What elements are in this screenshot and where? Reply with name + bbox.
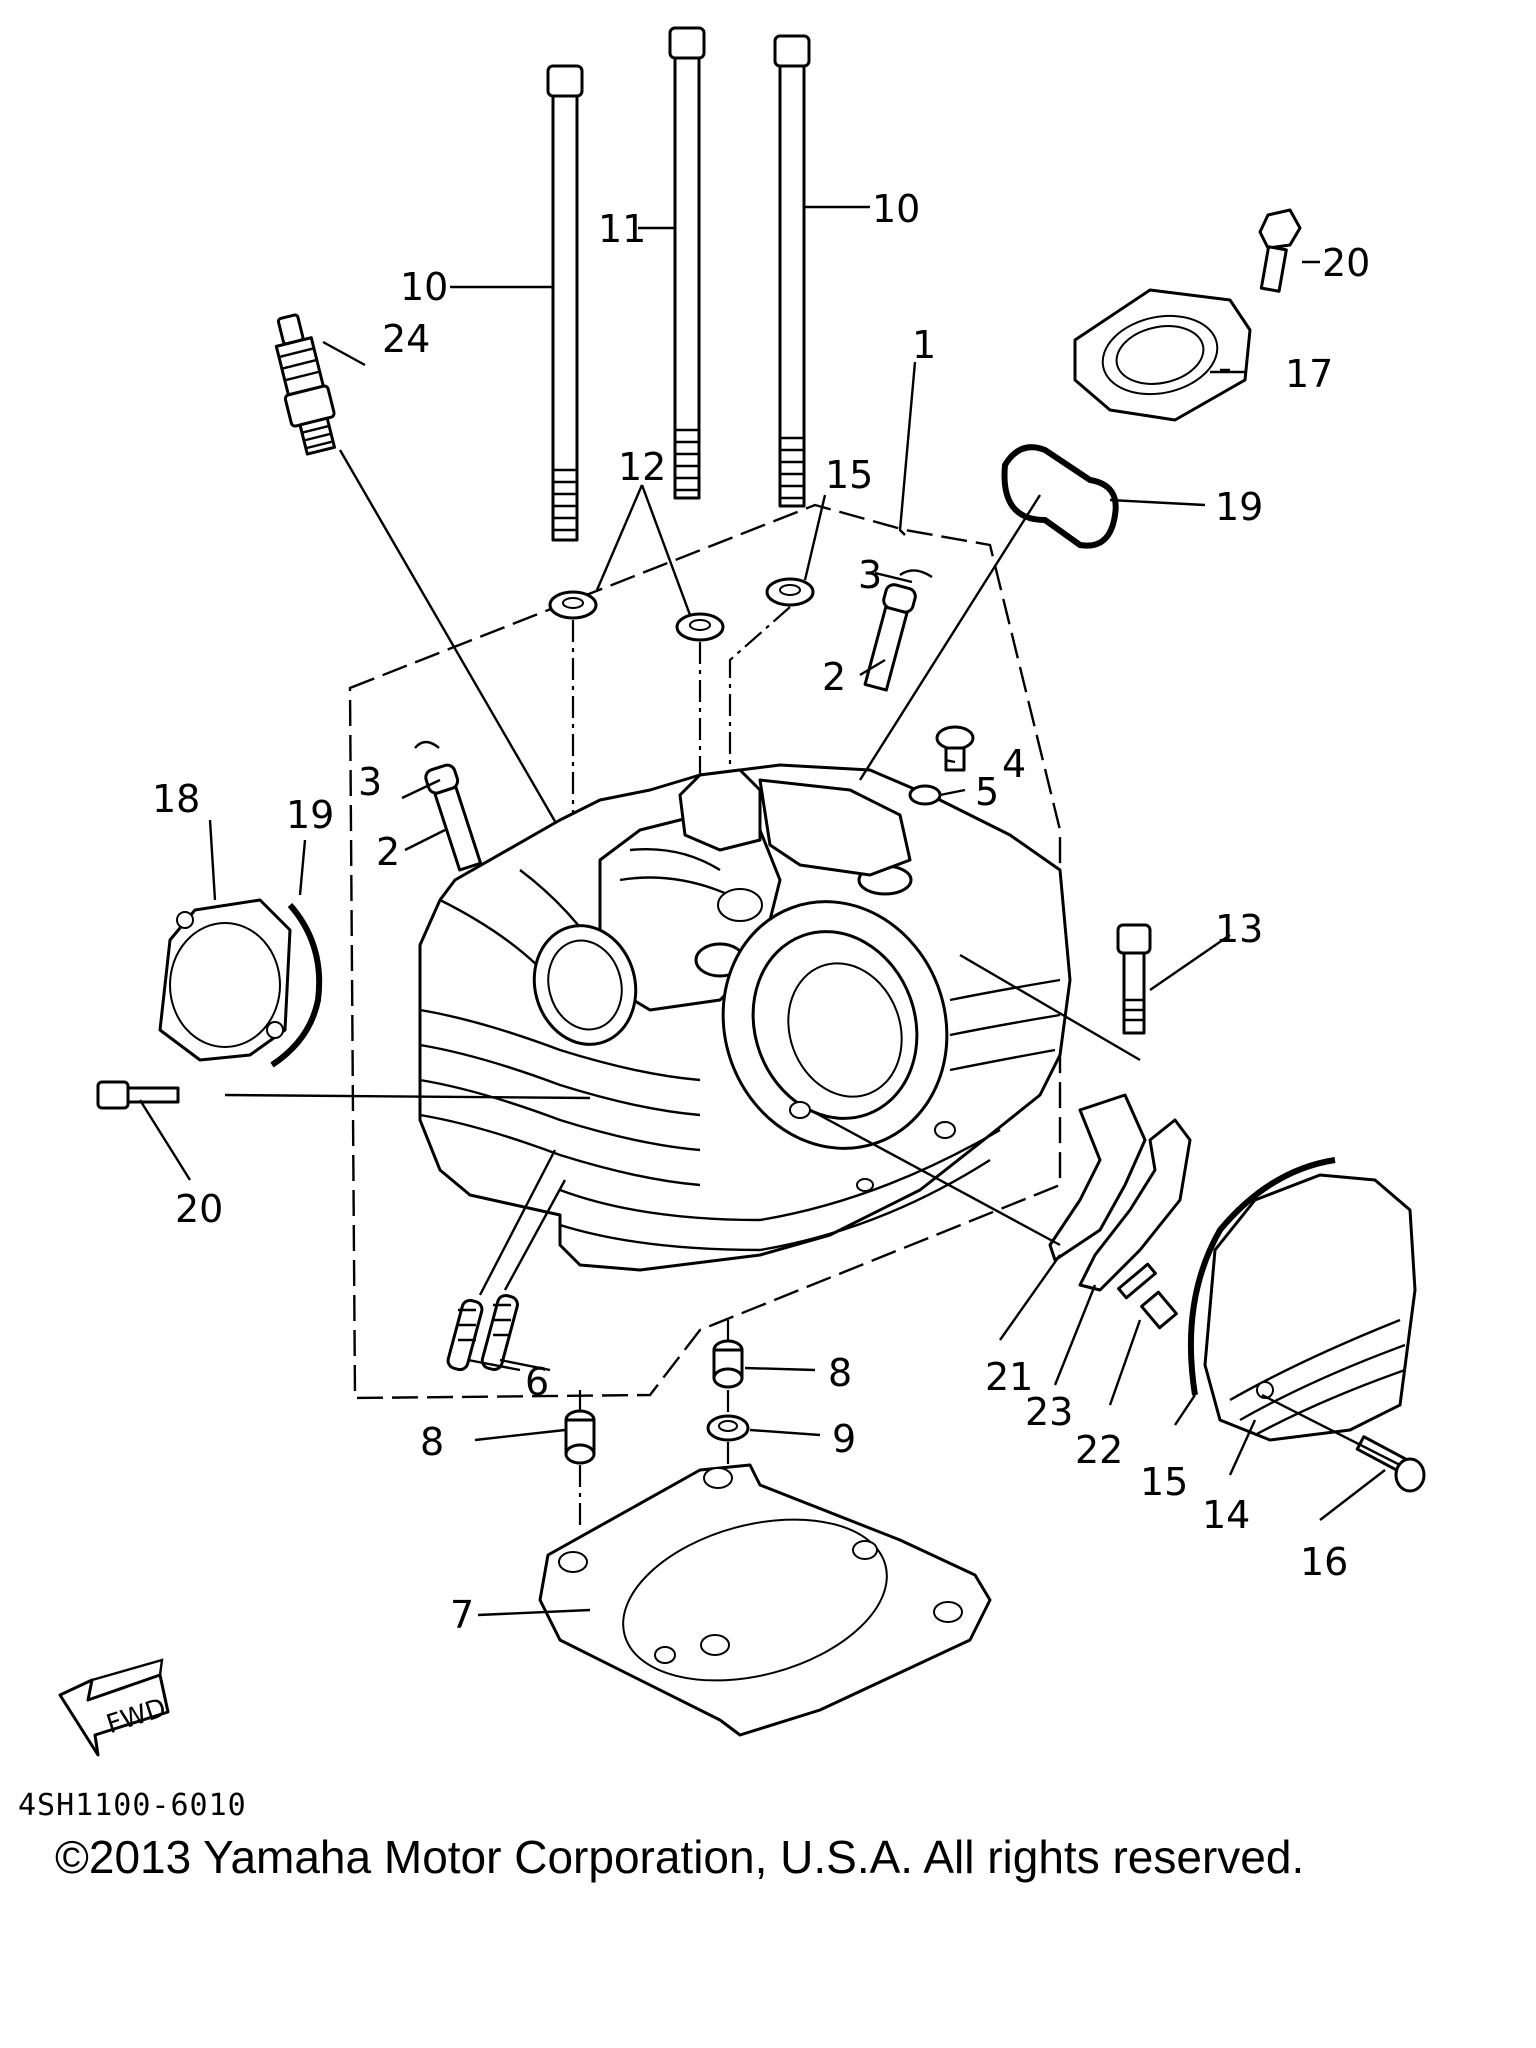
bolt-20-left: [96, 1080, 180, 1110]
screw-4: [935, 725, 975, 772]
bolt-22: [1117, 1262, 1178, 1330]
cylinder-head: [418, 763, 1072, 1272]
valve-guide-right: [863, 583, 917, 692]
callout-23: 23: [1025, 1390, 1073, 1434]
bolt-13: [1116, 923, 1152, 1035]
dowel-pins-6: [446, 1293, 519, 1372]
bolt-20-top: [1258, 208, 1302, 293]
callout-9: 9: [832, 1417, 856, 1461]
callout-2-right: 2: [822, 655, 846, 699]
bolt-16: [1355, 1435, 1426, 1493]
callout-18: 18: [152, 777, 200, 821]
callout-7: 7: [450, 1593, 474, 1637]
callout-15-side: 15: [1140, 1460, 1188, 1504]
callout-11: 11: [598, 207, 646, 251]
fwd-arrow: FWD: [58, 1658, 170, 1757]
callout-21: 21: [985, 1355, 1033, 1399]
callout-22: 22: [1075, 1428, 1123, 1472]
callout-6: 6: [525, 1360, 549, 1404]
cylinder-head-gasket: [538, 1463, 992, 1737]
dowel-8-left: [564, 1409, 596, 1465]
callout-14: 14: [1202, 1493, 1250, 1537]
callout-12: 12: [618, 445, 666, 489]
callout-15-top: 15: [825, 453, 873, 497]
diagram-reference-code: 4SH1100-6010: [18, 1788, 247, 1823]
callout-3-right: 3: [858, 553, 882, 597]
valve-cover-18: [158, 898, 292, 1062]
side-cover-14: [1203, 1173, 1417, 1442]
cylinder-head-bolt-left: [546, 64, 584, 542]
callout-1: 1: [912, 323, 936, 367]
spark-plug: [274, 313, 336, 456]
callout-17: 17: [1285, 352, 1333, 396]
bracket-21: [1048, 1093, 1147, 1262]
o-ring-15-side: [1187, 1157, 1336, 1396]
washer-5: [908, 784, 942, 806]
callout-24: 24: [382, 317, 430, 361]
valve-guide-left: [424, 763, 483, 872]
copyright-notice: ©2013 Yamaha Motor Corporation, U.S.A. A…: [55, 1831, 1305, 1883]
callout-20-left: 20: [175, 1187, 223, 1231]
callout-8-right: 8: [828, 1351, 852, 1395]
circlip-left: [414, 740, 440, 749]
housing-17: [1073, 288, 1252, 422]
callout-20-top: 20: [1322, 241, 1370, 285]
callout-3-left: 3: [358, 760, 382, 804]
dowel-8-right: [712, 1339, 744, 1389]
callout-13: 13: [1215, 907, 1263, 951]
callout-10-left: 10: [400, 265, 448, 309]
callout-5: 5: [975, 770, 999, 814]
cylinder-head-bolt-center: [668, 26, 706, 500]
o-ring-19-left: [270, 903, 323, 1068]
circlip-right: [899, 569, 933, 579]
cylinder-head-assembly-boundary: [348, 503, 1062, 1400]
callout-4: 4: [1002, 742, 1026, 786]
callout-19-left: 19: [286, 793, 334, 837]
gasket-23: [1078, 1118, 1192, 1292]
o-ring-19-top: [1001, 444, 1119, 549]
callout-8-left: 8: [420, 1420, 444, 1464]
callout-16: 16: [1300, 1540, 1348, 1584]
callout-19-top: 19: [1215, 485, 1263, 529]
cylinder-head-bolt-right: [773, 34, 811, 508]
callout-2-left: 2: [376, 830, 400, 874]
callout-10-right: 10: [872, 187, 920, 231]
